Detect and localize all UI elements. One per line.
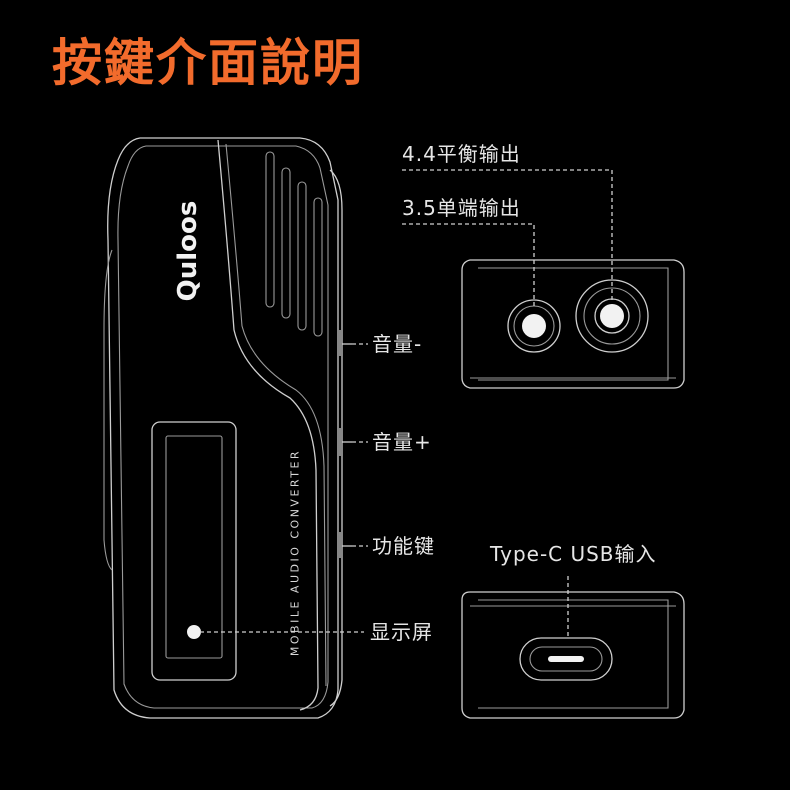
label-volume-down: 音量- xyxy=(372,332,423,356)
label-volume-up: 音量+ xyxy=(372,430,432,454)
callout-lines xyxy=(200,169,613,636)
label-balanced-output: 4.4平衡输出 xyxy=(402,142,521,166)
device-side-text: MOBILE AUDIO CONVERTER xyxy=(288,448,302,657)
bottom-usb-view xyxy=(461,591,685,719)
device-body xyxy=(103,137,343,719)
label-usb-input: Type-C USB输入 xyxy=(490,542,657,566)
top-connector-view xyxy=(461,259,685,389)
brand-logo: Quloos xyxy=(173,200,203,302)
label-function-key: 功能键 xyxy=(372,534,435,558)
page-title: 按鍵介面說明 xyxy=(52,34,364,92)
label-display: 显示屏 xyxy=(370,620,433,644)
label-single-output: 3.5单端输出 xyxy=(402,196,521,220)
